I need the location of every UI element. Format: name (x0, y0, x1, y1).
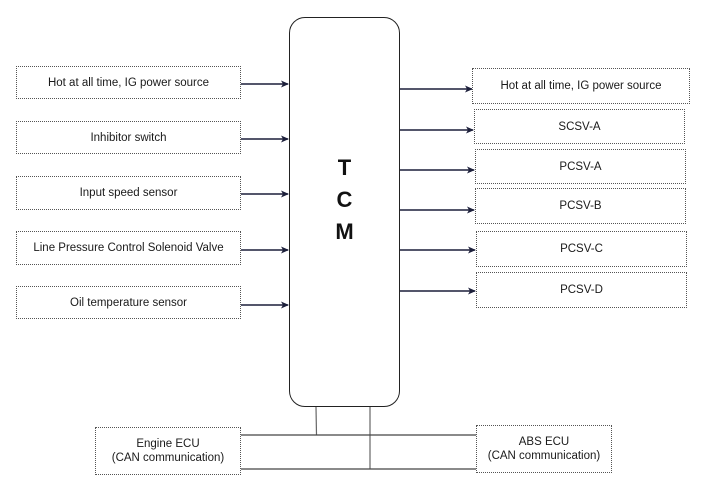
output-box-pcsv-a: PCSV-A (475, 149, 686, 184)
input-box-power-source: Hot at all time, IG power source (16, 66, 241, 99)
can-node-abs-ecu: ABS ECU (CAN communication) (476, 425, 612, 473)
output-box-pcsv-b: PCSV-B (475, 188, 686, 224)
output-label: SCSV-A (558, 120, 601, 133)
output-label: PCSV-C (560, 243, 603, 255)
tcm-letter: C (336, 187, 353, 212)
output-box-scsv-a: SCSV-A (474, 109, 685, 144)
output-box-pcsv-d: PCSV-D (476, 272, 687, 308)
can-node-name: ABS ECU (518, 436, 570, 448)
output-label: PCSV-A (559, 160, 602, 173)
input-label: Inhibitor switch (90, 131, 167, 144)
input-label: Line Pressure Control Solenoid Valve (33, 242, 224, 254)
tcm-module-box (289, 17, 400, 407)
tcm-letter: T (337, 155, 352, 180)
input-box-line-pressure-valve: Line Pressure Control Solenoid Valve (16, 231, 241, 265)
output-label: PCSV-D (560, 284, 603, 296)
output-label: Hot at all time, IG power source (500, 80, 662, 92)
can-drop-line (315, 406, 318, 436)
tcm-label: T C M (289, 152, 400, 248)
can-node-name: Engine ECU (136, 438, 200, 450)
input-box-inhibitor-switch: Inhibitor switch (16, 121, 241, 154)
can-node-sub: (CAN communication) (111, 452, 225, 464)
input-box-oil-temp-sensor: Oil temperature sensor (16, 286, 241, 319)
input-label: Hot at all time, IG power source (47, 76, 210, 89)
can-node-sub: (CAN communication) (487, 450, 601, 462)
tcm-letter: M (335, 219, 354, 244)
input-label: Oil temperature sensor (70, 296, 187, 309)
output-box-power-source: Hot at all time, IG power source (472, 68, 690, 104)
output-label: PCSV-B (559, 200, 602, 212)
can-node-engine-ecu: Engine ECU (CAN communication) (95, 427, 241, 475)
input-label: Input speed sensor (79, 187, 178, 199)
input-box-input-speed-sensor: Input speed sensor (16, 176, 241, 210)
output-box-pcsv-c: PCSV-C (476, 231, 687, 267)
